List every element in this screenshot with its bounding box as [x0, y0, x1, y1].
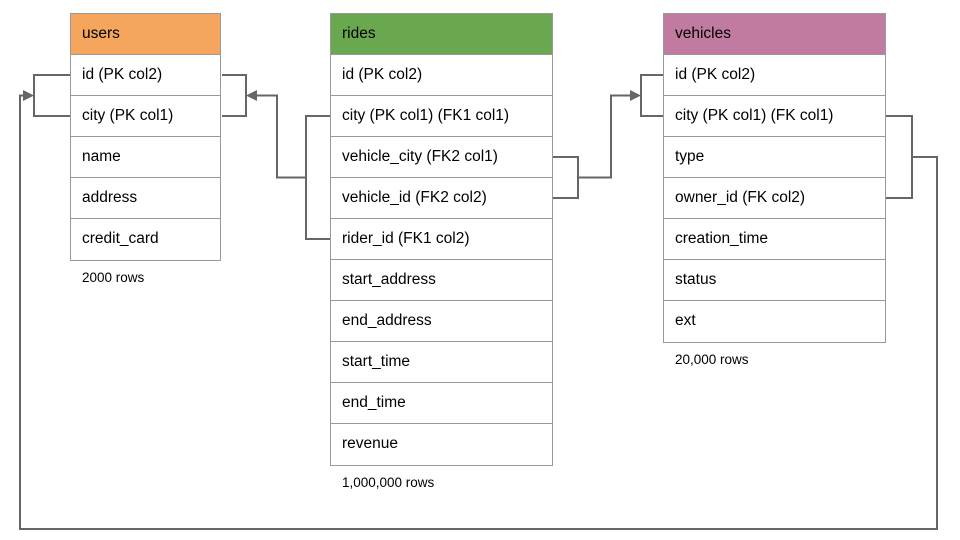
- column-row-city: city (PK col1): [71, 96, 220, 137]
- column-row-id: id (PK col2): [664, 55, 885, 96]
- vehicles-left-bracket: [640, 74, 664, 117]
- vehicles-table-header: vehicles: [664, 14, 885, 55]
- vehicles-row-count: 20,000 rows: [675, 352, 749, 367]
- connector-rides-to-users: [222, 74, 331, 240]
- users-table-header: users: [71, 14, 220, 55]
- column-row-address: address: [71, 178, 220, 219]
- column-row-ext: ext: [664, 301, 885, 342]
- users-left-bracket: [33, 74, 71, 117]
- column-row-city: city (PK col1) (FK1 col1): [331, 96, 552, 137]
- rides-right-bracket: [552, 156, 579, 199]
- column-row-type: type: [664, 137, 885, 178]
- rides-table: rides id (PK col2)city (PK col1) (FK1 co…: [330, 13, 553, 490]
- rides-row-count: 1,000,000 rows: [342, 475, 435, 490]
- users-row-count: 2000 rows: [82, 270, 145, 285]
- vehicles-table-rows: id (PK col2)city (PK col1) (FK col1)type…: [664, 55, 885, 342]
- column-row-name: name: [71, 137, 220, 178]
- vehicles-to-users-stem: [19, 94, 938, 530]
- column-row-credit_card: credit_card: [71, 219, 220, 260]
- column-row-id: id (PK col2): [331, 55, 552, 96]
- column-row-end_address: end_address: [331, 301, 552, 342]
- arrow-to-vehicles-left: [630, 90, 641, 101]
- users-right-bracket: [222, 74, 247, 117]
- arrow-to-users-left: [23, 90, 34, 101]
- rides-to-users-stem: [256, 94, 306, 179]
- rides-to-vehicles-stem: [578, 94, 631, 179]
- column-row-revenue: revenue: [331, 424, 552, 465]
- column-row-id: id (PK col2): [71, 55, 220, 96]
- rides-left-bracket: [305, 115, 331, 240]
- column-row-end_time: end_time: [331, 383, 552, 424]
- column-row-city: city (PK col1) (FK col1): [664, 96, 885, 137]
- rides-table-box: rides id (PK col2)city (PK col1) (FK1 co…: [330, 13, 553, 466]
- vehicles-table-box: vehicles id (PK col2)city (PK col1) (FK …: [663, 13, 886, 343]
- column-row-owner_id: owner_id (FK col2): [664, 178, 885, 219]
- column-row-status: status: [664, 260, 885, 301]
- connector-vehicles-to-users: [19, 74, 938, 530]
- column-row-vehicle_id: vehicle_id (FK2 col2): [331, 178, 552, 219]
- arrow-to-users-right: [246, 90, 257, 101]
- column-row-start_time: start_time: [331, 342, 552, 383]
- rides-table-rows: id (PK col2)city (PK col1) (FK1 col1)veh…: [331, 55, 552, 465]
- connector-rides-to-vehicles: [552, 74, 664, 199]
- rides-table-header: rides: [331, 14, 552, 55]
- column-row-creation_time: creation_time: [664, 219, 885, 260]
- vehicles-table: vehicles id (PK col2)city (PK col1) (FK …: [663, 13, 886, 367]
- vehicles-right-bracket: [885, 115, 913, 199]
- column-row-rider_id: rider_id (FK1 col2): [331, 219, 552, 260]
- column-row-vehicle_city: vehicle_city (FK2 col1): [331, 137, 552, 178]
- column-row-start_address: start_address: [331, 260, 552, 301]
